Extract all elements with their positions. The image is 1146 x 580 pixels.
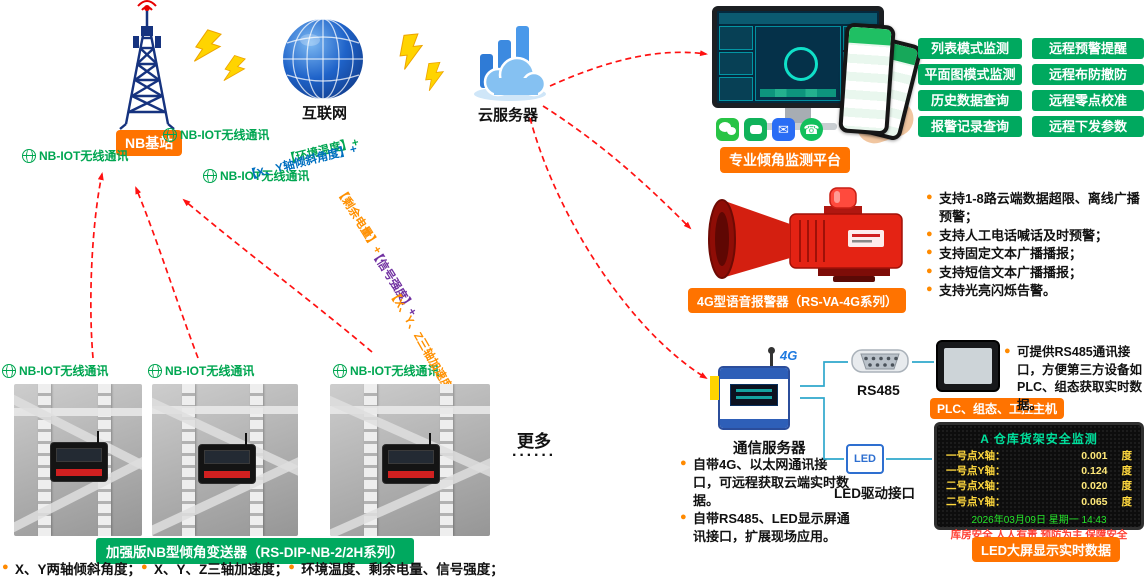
radio-waves-icon xyxy=(137,0,157,11)
dashboard-header xyxy=(719,13,877,24)
internet-label: 互联网 xyxy=(302,105,348,122)
email-icon: ✉ xyxy=(772,118,795,141)
signal-tower-icon xyxy=(119,0,175,130)
feature-history-query: 历史数据查询 xyxy=(918,90,1022,111)
cloud-server-label: 云服务器 xyxy=(478,107,539,124)
more-dots: ······ xyxy=(512,447,556,464)
comm-server-body xyxy=(718,366,790,430)
platform-label: 专业倾角监测平台 xyxy=(720,147,850,173)
plc-note: 可提供RS485通讯接口，方便第三方设备如PLC、组态获取实时数据。 xyxy=(1004,344,1144,414)
plc-screen xyxy=(944,348,992,384)
inclination-sensor-device xyxy=(382,433,440,484)
feature-list-mode: 列表模式监测 xyxy=(918,38,1022,59)
more-label: 更多 xyxy=(517,432,551,451)
rs485-connector-icon xyxy=(851,349,909,373)
nbiot-label-6: NB-IOT无线通讯 xyxy=(333,362,439,379)
sensor-bullet: X、Y两轴倾斜角度； xyxy=(2,560,141,579)
contact-icons: ✉ ☎ xyxy=(716,118,823,141)
globe-icon xyxy=(333,363,347,378)
comm-feature: 自带4G、以太网通讯接口，可远程获取云端实时数据。 xyxy=(680,456,850,510)
monitor-base xyxy=(759,123,837,130)
alarm-feature: 支持短信文本广播播报； xyxy=(926,264,1144,282)
alarm-feature: 支持1-8路云端数据超限、离线广播预警； xyxy=(926,190,1144,227)
rack-photo-3 xyxy=(330,384,490,536)
plc-panel-device xyxy=(936,340,1000,392)
led-screen-label: LED大屏显示实时数据 xyxy=(972,537,1121,562)
comm-server-label: 通信服务器 xyxy=(733,441,806,457)
nbiot-label-4: NB-IOT无线通讯 xyxy=(2,362,108,379)
nbiot-label-1: NB-IOT无线通讯 xyxy=(22,147,128,164)
comm-server-device: 4G xyxy=(710,347,800,436)
sensor-bullet: X、Y、Z三轴加速度； xyxy=(141,560,288,579)
led-title: A 仓库货架安全监测 xyxy=(980,432,1098,446)
plc-note-list: 可提供RS485通讯接口，方便第三方设备如PLC、组态获取实时数据。 xyxy=(1004,344,1144,414)
feature-alarm-log: 报警记录查询 xyxy=(918,116,1022,137)
led-interface-label: LED驱动接口 xyxy=(834,486,915,501)
globe-icon xyxy=(203,168,217,183)
alarm-feature: 支持固定文本广播播报； xyxy=(926,245,1144,263)
cloud-server-icon xyxy=(474,26,547,101)
comm-feature-list: 自带4G、以太网通讯接口，可远程获取云端实时数据。 自带RS485、LED显示屏… xyxy=(680,456,850,546)
feature-floorplan-mode: 平面图模式监测 xyxy=(918,64,1022,85)
message-app-icon xyxy=(744,118,767,141)
feature-remote-arming: 远程布防撤防 xyxy=(1032,64,1144,85)
globe-icon xyxy=(2,363,16,378)
wechat-icon xyxy=(716,118,739,141)
internet-globe-icon xyxy=(283,18,363,100)
comm-server-screen xyxy=(730,384,778,406)
phone-call-icon: ☎ xyxy=(800,118,823,141)
brand-tag xyxy=(710,376,719,400)
phone-screen xyxy=(842,26,892,132)
alarm-feature-list: 支持1-8路云端数据超限、离线广播预警； 支持人工电话喊话及时预警； 支持固定文… xyxy=(926,190,1144,301)
nbiot-label-5: NB-IOT无线通讯 xyxy=(148,362,254,379)
alarm-feature: 支持人工电话喊话及时预警； xyxy=(926,227,1144,245)
alarm-label: 4G型语音报警器（RS-VA-4G系列） xyxy=(688,288,907,313)
alarm-feature: 支持光亮闪烁告警。 xyxy=(926,282,1144,300)
gauge-ring-icon xyxy=(784,46,818,81)
inclination-sensor-device xyxy=(50,431,108,482)
phone-primary xyxy=(838,22,896,136)
nb-station-label: NB基站 xyxy=(116,130,183,156)
globe-icon xyxy=(163,127,177,142)
voice-alarm-device xyxy=(708,187,903,282)
led-datetime: 2026年03月09日 星期一 14:43 xyxy=(971,514,1107,526)
globe-icon xyxy=(148,363,162,378)
rack-photo-1 xyxy=(14,384,142,536)
feature-zero-calibration: 远程零点校准 xyxy=(1032,90,1144,111)
globe-icon xyxy=(22,148,36,163)
sensor-bullet: 环境温度、剩余电量、信号强度； xyxy=(288,560,504,579)
nbiot-label-3: NB-IOT无线通讯 xyxy=(203,167,309,184)
sensor-bullet-line: X、Y两轴倾斜角度；X、Y、Z三轴加速度；环境温度、剩余电量、信号强度； xyxy=(2,560,504,579)
inclination-sensor-device xyxy=(198,433,256,484)
led-driver-icon: LED xyxy=(846,444,884,474)
4g-badge: 4G xyxy=(780,348,798,363)
rack-photo-2 xyxy=(152,384,298,536)
dashboard-gauge-panel xyxy=(755,26,841,101)
feature-param-download: 远程下发参数 xyxy=(1032,116,1144,137)
feature-remote-warning: 远程预警提醒 xyxy=(1032,38,1144,59)
rs485-label: RS485 xyxy=(857,382,900,398)
chain-battery: 【剩余电量】+ xyxy=(333,185,384,257)
comm-feature: 自带RS485、LED显示屏通讯接口，扩展现场应用。 xyxy=(680,510,850,546)
nbiot-label-2: NB-IOT无线通讯 xyxy=(163,126,269,143)
